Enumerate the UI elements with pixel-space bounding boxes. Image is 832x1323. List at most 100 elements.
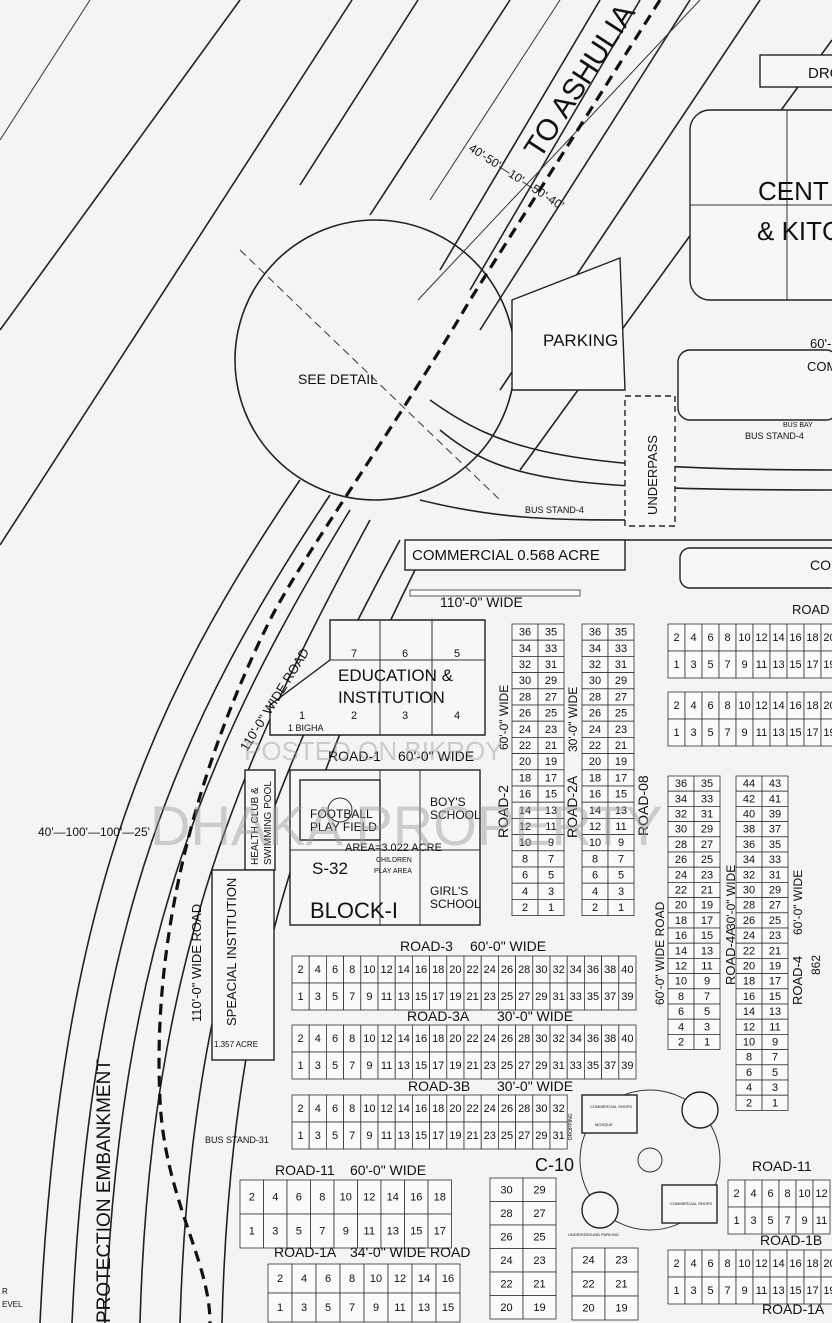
road3-plot-number: 14 <box>398 964 410 976</box>
label-bus-stand-4a: BUS STAND-4 <box>745 431 804 441</box>
road3b-plot-cell <box>549 1121 568 1150</box>
road1a-plot-number: 15 <box>442 1302 454 1314</box>
road11-right-plot-number: 10 <box>798 1188 810 1200</box>
road2-plot-cell <box>537 899 565 917</box>
road3a-plot-number: 31 <box>552 1060 564 1072</box>
top-right-plot-2-number: 8 <box>724 700 730 712</box>
road3-plot-number: 36 <box>587 964 599 976</box>
road3b-plot-number: 21 <box>466 1130 478 1142</box>
road11-right-plot-number: 12 <box>815 1188 827 1200</box>
road4a-plot-number: 38 <box>743 824 755 836</box>
top-right-plot-number: 2 <box>673 632 679 644</box>
road08-plot-number: 33 <box>701 793 713 805</box>
road2a-plot-number: 11 <box>615 821 626 833</box>
label-road-3b-w: 30'-0" WIDE <box>497 1078 573 1094</box>
road2a-plot-number: 9 <box>618 837 624 849</box>
road1b-plot-number: 2 <box>673 1258 679 1270</box>
road4a-plot-number: 26 <box>743 915 755 927</box>
road3a-plot-number: 30 <box>535 1033 547 1045</box>
top-right-plot-number: 20 <box>823 632 832 644</box>
label-special-inst: SPEACIAL INSTITUTION <box>224 878 239 1026</box>
road1b-plot-number: 18 <box>806 1258 818 1270</box>
road2-plot-number: 28 <box>519 691 531 703</box>
label-institution: INSTITUTION <box>338 688 445 707</box>
road3b-plot-number: 2 <box>298 1103 304 1115</box>
road11-plot-number: 12 <box>363 1192 375 1204</box>
road3-plot-number: 10 <box>363 964 375 976</box>
road2a-plot-number: 30 <box>589 675 601 687</box>
road11-plot-number: 15 <box>410 1226 422 1238</box>
label-play-area: PLAY AREA <box>374 868 412 875</box>
road4a-plot-number: 44 <box>743 778 755 790</box>
top-right-plot-2-number: 19 <box>823 727 832 739</box>
road4a-plot-number: 29 <box>769 885 781 897</box>
road08-plot-number: 34 <box>675 793 687 805</box>
road3b-plot-number: 4 <box>315 1103 321 1115</box>
road3-plot-number: 11 <box>381 991 392 1003</box>
road2a-plot-number: 5 <box>618 870 624 882</box>
road3b-plot-number: 10 <box>363 1103 375 1115</box>
road1a-plot-number: 12 <box>394 1273 406 1285</box>
road4a-plot-number: 20 <box>743 961 755 973</box>
road3-plot-number: 25 <box>501 991 513 1003</box>
road3a-plot-number: 26 <box>501 1033 513 1045</box>
label-road-2: ROAD-2 <box>495 785 511 838</box>
road1a-plot-number: 10 <box>370 1273 382 1285</box>
road3-plot-number: 5 <box>332 991 338 1003</box>
road1a-plot-cell <box>315 1292 341 1323</box>
label-cent: CENT <box>758 176 829 206</box>
commercial-shops-2 <box>661 1184 718 1224</box>
road1a-plot-cell <box>315 1263 341 1294</box>
road4a-plot-number: 15 <box>769 991 781 1003</box>
c10-plot-2-number: 23 <box>615 1255 627 1267</box>
road4a-plot-number: 35 <box>769 839 781 851</box>
c10-plot-2-cell <box>604 1271 639 1297</box>
label-embankment: PROTECTION EMBANKMENT <box>94 1059 115 1323</box>
road2-plot-number: 12 <box>519 821 531 833</box>
road4a-plot-number: 3 <box>772 1082 778 1094</box>
label-road-3a-w: 30'-0" WIDE <box>497 1008 573 1024</box>
road2-plot-number: 33 <box>545 643 557 655</box>
underpass <box>624 395 676 527</box>
road4a-plot-number: 24 <box>743 930 755 942</box>
road3a-plot-number: 17 <box>432 1060 444 1072</box>
road4a-plot-number: 14 <box>743 1006 755 1018</box>
road1b-plot-number: 20 <box>823 1258 832 1270</box>
road11-right-plot-number: 9 <box>801 1215 807 1227</box>
road1a-plot-cell <box>267 1292 293 1323</box>
c10-plot-number: 20 <box>500 1302 512 1314</box>
road3a-plot-number: 33 <box>570 1060 582 1072</box>
label-play-field: PLAY FIELD <box>310 820 377 834</box>
c10-plot-number: 28 <box>500 1208 512 1220</box>
top-right-plot-number: 17 <box>806 659 818 671</box>
underground-parking-2 <box>681 1091 719 1129</box>
road2-plot-number: 17 <box>545 772 557 784</box>
top-right-plot-2-cell <box>820 718 832 747</box>
road2a-plot-cell <box>607 899 635 917</box>
top-right-plot-2-number: 5 <box>707 727 713 739</box>
top-right-plot-number: 19 <box>823 659 832 671</box>
road3b-plot-number: 1 <box>298 1130 304 1142</box>
road2a-plot-number: 25 <box>615 708 627 720</box>
road3a-plot-number: 5 <box>332 1060 338 1072</box>
road1b-plot-number: 17 <box>806 1285 818 1297</box>
road4a-plot-number: 36 <box>743 839 755 851</box>
road11-plot-number: 7 <box>319 1226 325 1238</box>
label-dropping: DROPPING <box>568 1113 574 1140</box>
road3-plot-number: 29 <box>535 991 547 1003</box>
road3b-plot-number: 27 <box>518 1130 530 1142</box>
road11-plot-number: 14 <box>387 1192 399 1204</box>
road2a-plot-number: 2 <box>592 902 598 914</box>
top-right-plot-number: 16 <box>789 632 801 644</box>
education-plot-number: 6 <box>402 648 408 660</box>
road11-plot-number: 9 <box>343 1226 349 1238</box>
road3b-plot-number: 7 <box>349 1130 355 1142</box>
top-right-plot-2-number: 18 <box>806 700 818 712</box>
road2a-plot-number: 17 <box>615 772 627 784</box>
road11-right-plot-number: 8 <box>784 1188 790 1200</box>
road1b-plot-number: 7 <box>724 1285 730 1297</box>
label-dro: DRO <box>808 65 832 82</box>
label-bigha: 1 BIGHA <box>288 723 324 733</box>
road08-plot-number: 30 <box>675 824 687 836</box>
road11-right-plot-number: 7 <box>784 1215 790 1227</box>
